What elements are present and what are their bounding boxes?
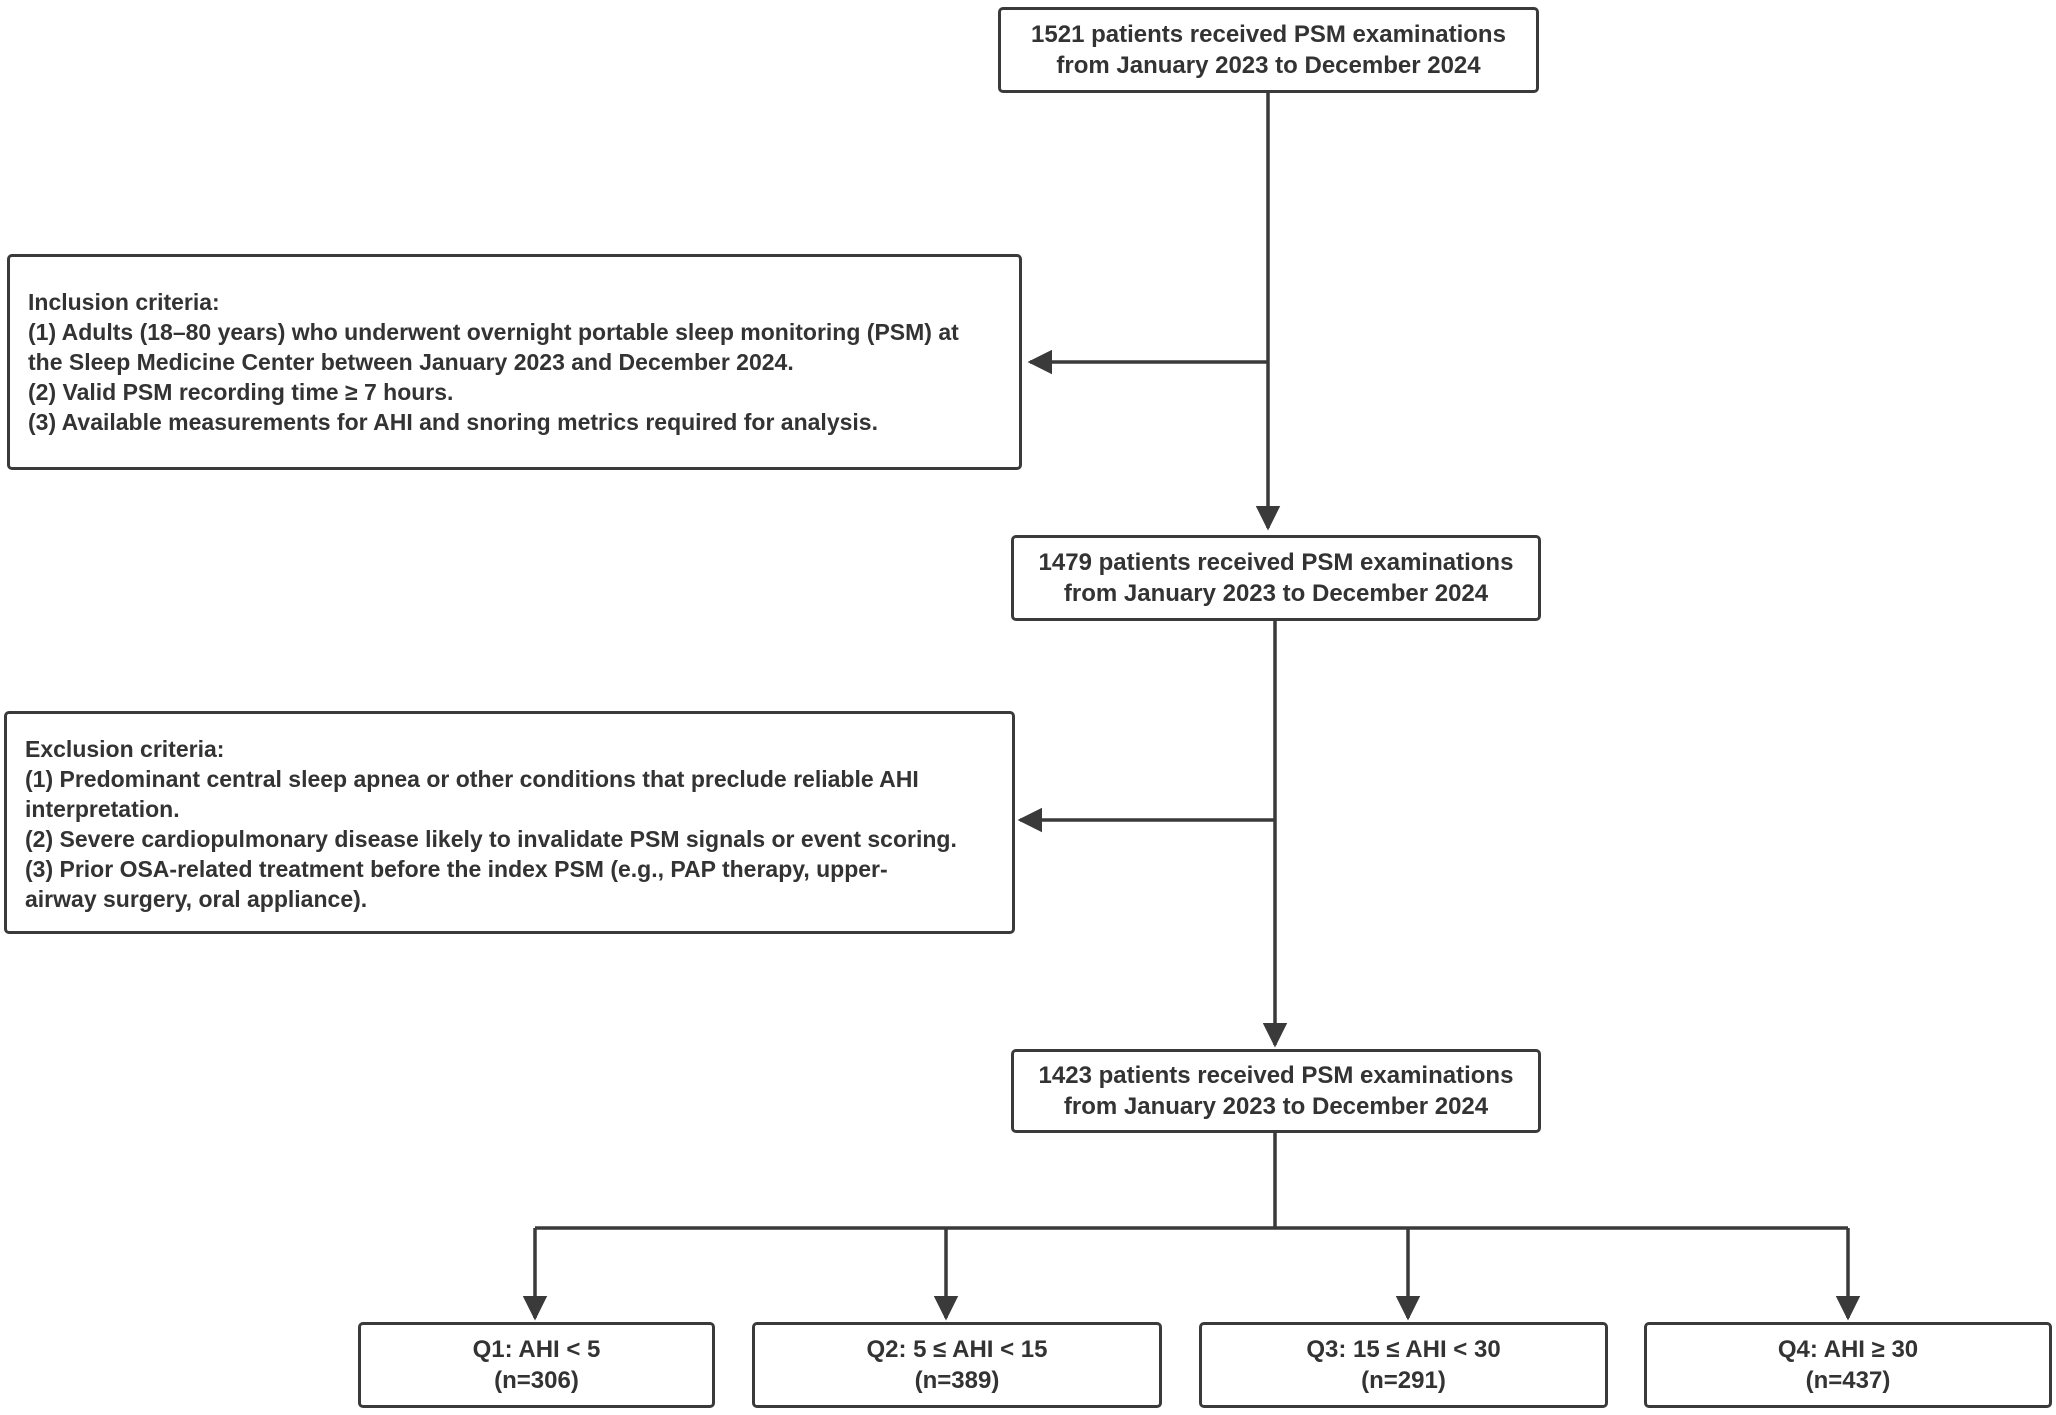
box-eligible-cohort: 1479 patients received PSM examinations …	[1011, 535, 1541, 621]
inclusion-line-1: (1) Adults (18–80 years) who underwent o…	[28, 319, 959, 345]
q2-count: (n=389)	[914, 1367, 1000, 1394]
inclusion-line-4: (3) Available measurements for AHI and s…	[28, 409, 878, 435]
q3-label: Q3: 15 ≤ AHI < 30	[1306, 1336, 1501, 1363]
box-initial-line2: from January 2023 to December 2024	[1056, 52, 1481, 79]
exclusion-line-5: airway surgery, oral appliance).	[25, 886, 368, 912]
inclusion-line-2: the Sleep Medicine Center between Januar…	[28, 349, 794, 375]
inclusion-line-3: (2) Valid PSM recording time ≥ 7 hours.	[28, 379, 454, 405]
box-quartile-q4: Q4: AHI ≥ 30 (n=437)	[1644, 1322, 2052, 1408]
q3-count: (n=291)	[1361, 1367, 1446, 1394]
inclusion-title: Inclusion criteria:	[28, 289, 220, 315]
q1-count: (n=306)	[494, 1367, 579, 1394]
exclusion-line-2: interpretation.	[25, 796, 180, 822]
exclusion-line-1: (1) Predominant central sleep apnea or o…	[25, 766, 919, 792]
box-final-cohort: 1423 patients received PSM examinations …	[1011, 1049, 1541, 1133]
box-initial-cohort: 1521 patients received PSM examinations …	[998, 7, 1539, 93]
q2-label: Q2: 5 ≤ AHI < 15	[866, 1336, 1048, 1363]
box-final-line2: from January 2023 to December 2024	[1063, 1093, 1489, 1120]
box-quartile-q3: Q3: 15 ≤ AHI < 30 (n=291)	[1199, 1322, 1608, 1408]
q1-label: Q1: AHI < 5	[472, 1336, 601, 1363]
box-final-line1: 1423 patients received PSM examinations	[1038, 1062, 1514, 1089]
exclusion-title: Exclusion criteria:	[25, 736, 225, 762]
box-exclusion-criteria: Exclusion criteria: (1) Predominant cent…	[4, 711, 1015, 934]
box-eligible-line1: 1479 patients received PSM examinations	[1038, 549, 1514, 576]
box-inclusion-criteria: Inclusion criteria: (1) Adults (18–80 ye…	[7, 254, 1022, 470]
exclusion-line-3: (2) Severe cardiopulmonary disease likel…	[25, 826, 957, 852]
exclusion-line-4: (3) Prior OSA-related treatment before t…	[25, 856, 888, 882]
box-eligible-line2: from January 2023 to December 2024	[1063, 580, 1489, 607]
q4-label: Q4: AHI ≥ 30	[1777, 1336, 1919, 1363]
box-quartile-q2: Q2: 5 ≤ AHI < 15 (n=389)	[752, 1322, 1162, 1408]
box-quartile-q1: Q1: AHI < 5 (n=306)	[358, 1322, 715, 1408]
box-initial-line1: 1521 patients received PSM examinations	[1031, 21, 1506, 48]
q4-count: (n=437)	[1805, 1367, 1891, 1394]
